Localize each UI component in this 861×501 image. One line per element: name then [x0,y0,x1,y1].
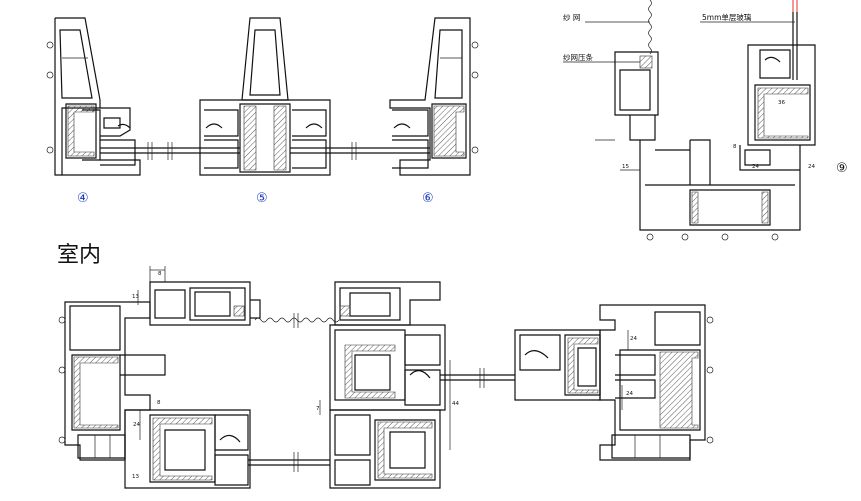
dim-8-top: 8 [158,271,162,277]
svg-text:④: ④ [77,191,89,206]
profile-9-group: 纱 网 纱网压条 5mm单层玻璃 [563,0,848,241]
dim-13: 13 [132,294,139,300]
dim-44: 44 [452,401,459,407]
label-glass: 5mm单层玻璃 [702,12,752,22]
screen-mesh-line [648,0,652,55]
svg-text:24: 24 [808,164,815,170]
dim-7: 7 [316,406,320,412]
profile-4-frame [46,17,185,176]
dim-24-right: 24 [752,164,759,170]
svg-text:⑤: ⑤ [256,191,268,206]
svg-text:⑥: ⑥ [422,191,434,206]
dim-36-right: 36 [778,100,785,106]
profile-group-top: ④ ⑤ ⑥ [46,17,479,206]
dim-13-mid: 13 [132,474,139,480]
label-circle-6: ⑥ [422,191,434,206]
dim-24-right-b: 24 [626,391,633,397]
dim-8-left: 8 [157,400,161,406]
profile-5-mullion [167,17,380,176]
label-indoor: 室内 [57,243,101,268]
label-screen: 纱 网 [563,13,580,22]
dim-24-left: 24 [133,422,140,428]
label-circle-5: ⑤ [256,191,268,206]
label-circle-9: ⑨ [836,161,848,176]
label-circle-4: ④ [77,191,89,206]
dim-8-right: 8 [733,144,737,150]
dim-15: 15 [622,164,629,170]
profile-6-frame [380,17,479,176]
svg-text:⑨: ⑨ [836,161,848,176]
label-screen-strip: 纱网压条 [563,52,593,62]
bottom-assembly: 8 13 8 24 13 7 44 24 24 [58,266,714,489]
dim-24-right-a: 24 [630,336,637,342]
